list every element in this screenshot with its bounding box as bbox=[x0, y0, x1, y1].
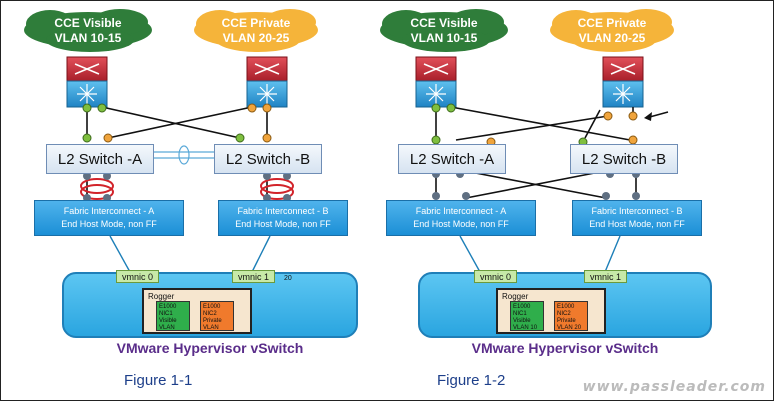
figure-caption-1: Figure 1-1 bbox=[124, 372, 193, 389]
vm-rogger-fig1: Rogger E1000 NIC1 Visible VLAN E1000 NIC… bbox=[142, 288, 252, 334]
vmnic1-fig2: vmnic 1 bbox=[584, 270, 628, 283]
core-switch-left-fig1 bbox=[66, 56, 108, 108]
arrow-icon bbox=[644, 111, 669, 121]
cloud-private-fig2 bbox=[550, 9, 674, 52]
fi-a-line2: End Host Mode, non FF bbox=[61, 219, 157, 229]
nic1-text: E1000 NIC1 Visible VLAN bbox=[513, 304, 531, 331]
cloud-private-fig1 bbox=[194, 9, 318, 52]
cloud-private-line2: VLAN 20-25 bbox=[222, 31, 290, 45]
fabric-interconnect-a-fig1: Fabric Interconnect - A End Host Mode, n… bbox=[34, 200, 184, 236]
figure-caption-2: Figure 1-2 bbox=[437, 372, 506, 389]
ports-fig2 bbox=[431, 103, 640, 200]
nic2-text: E1000 NIC2 Private VLAN bbox=[557, 304, 576, 331]
core-switch-right-fig1 bbox=[246, 56, 288, 108]
vswitch-label-fig2: VMware Hypervisor vSwitch bbox=[471, 340, 659, 356]
cloud-private-label-fig2: CCE Private VLAN 20-25 bbox=[552, 16, 672, 46]
cloud-visible-label-fig1: CCE Visible VLAN 10-15 bbox=[28, 16, 148, 46]
nic2-fig2: E1000 NIC2 Private VLAN 20 bbox=[554, 301, 588, 331]
fi-vmnic-links-fig1 bbox=[109, 235, 271, 273]
vswitch-label-fig1: VMware Hypervisor vSwitch bbox=[116, 340, 304, 356]
l2-switch-b-fig2: L2 Switch -B bbox=[570, 144, 678, 174]
fi-a-line1: Fabric Interconnect - A bbox=[415, 206, 507, 216]
vmnic0-fig1: vmnic 0 bbox=[116, 270, 160, 283]
cloud-visible-fig2 bbox=[380, 9, 508, 52]
cloud-private-line2: VLAN 20-25 bbox=[578, 31, 646, 45]
vm-name: Rogger bbox=[148, 292, 175, 301]
core-switch-left-fig2 bbox=[415, 56, 457, 108]
l2-switch-b-fig1: L2 Switch -B bbox=[214, 144, 322, 174]
fi-b-line2: End Host Mode, non FF bbox=[235, 219, 331, 229]
fabric-interconnect-b-fig1: Fabric Interconnect - B End Host Mode, n… bbox=[218, 200, 348, 236]
vmnic0-fig2: vmnic 0 bbox=[474, 270, 518, 283]
watermark: www.passleader.com bbox=[582, 379, 766, 395]
port-channel-rings-fig1 bbox=[80, 172, 294, 202]
fabric-interconnect-b-fig2: Fabric Interconnect - B End Host Mode, n… bbox=[572, 200, 702, 236]
cloud-visible-line2: VLAN 10-15 bbox=[54, 31, 122, 45]
fi-b-line2: End Host Mode, non FF bbox=[589, 219, 685, 229]
fabric-interconnect-a-fig2: Fabric Interconnect - A End Host Mode, n… bbox=[386, 200, 536, 236]
l2-switch-a-fig2: L2 Switch -A bbox=[398, 144, 506, 174]
nic1-num: 10 bbox=[530, 325, 538, 331]
cloud-visible-line1: CCE Visible bbox=[54, 16, 122, 30]
cloud-visible-line2: VLAN 10-15 bbox=[410, 31, 478, 45]
cloud-visible-label-fig2: CCE Visible VLAN 10-15 bbox=[384, 16, 504, 46]
fi-a-line1: Fabric Interconnect - A bbox=[63, 206, 155, 216]
cloud-private-label-fig1: CCE Private VLAN 20-25 bbox=[196, 16, 316, 46]
fi-b-line1: Fabric Interconnect - B bbox=[237, 206, 329, 216]
vm-rogger-fig2: Rogger E1000 NIC1 Visible VLAN 10 E1000 … bbox=[496, 288, 606, 334]
nic2-fig1: E1000 NIC2 Private VLAN bbox=[200, 301, 234, 331]
nic1-fig1: E1000 NIC1 Visible VLAN bbox=[156, 301, 190, 331]
l2-switch-a-fig1: L2 Switch -A bbox=[46, 144, 154, 174]
extra-label-fig1: 20 bbox=[284, 275, 292, 282]
nic2-num: 20 bbox=[574, 325, 582, 331]
fi-a-line2: End Host Mode, non FF bbox=[413, 219, 509, 229]
nic1-fig2: E1000 NIC1 Visible VLAN 10 bbox=[510, 301, 544, 331]
cloud-private-line1: CCE Private bbox=[221, 16, 291, 30]
cloud-visible-fig1 bbox=[24, 9, 152, 52]
fi-b-line1: Fabric Interconnect - B bbox=[591, 206, 683, 216]
cloud-visible-line1: CCE Visible bbox=[410, 16, 478, 30]
vm-name: Rogger bbox=[502, 292, 529, 301]
cloud-private-line1: CCE Private bbox=[577, 16, 647, 30]
vmnic1-fig1: vmnic 1 bbox=[232, 270, 276, 283]
core-switch-right-fig2 bbox=[602, 56, 644, 108]
l2-interlink-fig1 bbox=[154, 145, 214, 165]
fi-vmnic-links-fig2 bbox=[459, 235, 621, 273]
ports-fig1 bbox=[82, 103, 272, 143]
